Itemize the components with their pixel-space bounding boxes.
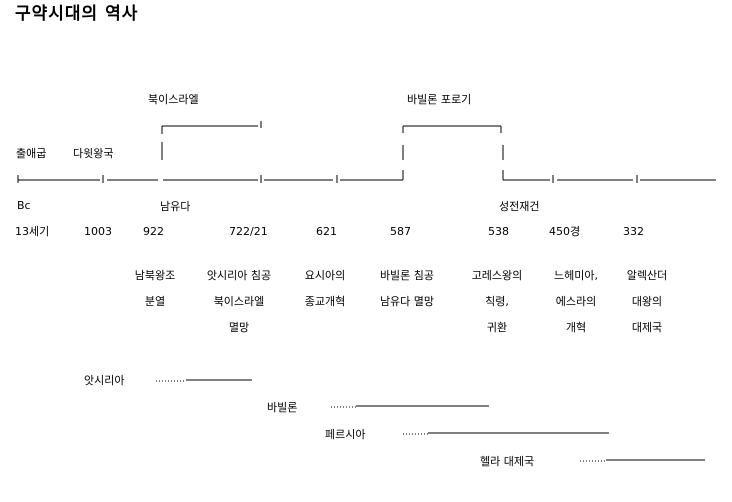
empire-persia: 페르시아 [325, 428, 366, 441]
exile-label: 바빌론 포로기 [407, 93, 472, 106]
year-label: 332 [623, 225, 644, 238]
united-kingdom-label: 다윗왕국 [73, 147, 114, 160]
year-label: 1003 [84, 225, 112, 238]
judah-label: 남유다 [160, 200, 191, 213]
year-label: 538 [488, 225, 509, 238]
bc-label: Bc [17, 199, 31, 212]
year-label: 922 [143, 225, 164, 238]
year-label: 13세기 [15, 225, 50, 238]
exodus-label: 출애굽 [16, 147, 47, 160]
year-label: 450경 [549, 225, 581, 238]
year-label: 722/21 [229, 225, 268, 238]
empire-hellas: 헬라 대제국 [480, 455, 535, 468]
year-label: 587 [390, 225, 411, 238]
page-title: 구약시대의 역사 [15, 4, 139, 24]
empire-assyria: 앗시리아 [84, 374, 125, 387]
temple-rebuild-label: 성전재건 [499, 200, 540, 213]
year-label: 621 [316, 225, 337, 238]
empire-babylon: 바빌론 [267, 401, 298, 414]
north-israel-label: 북이스라엘 [148, 93, 199, 106]
